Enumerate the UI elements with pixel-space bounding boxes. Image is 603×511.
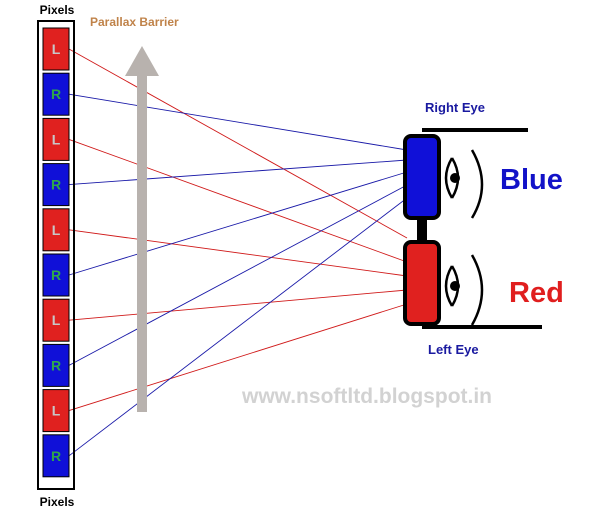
pixel-left: [42, 298, 70, 342]
ray-to-left-eye: [68, 48, 408, 239]
parallax-barrier-label: Parallax Barrier: [90, 15, 179, 29]
right-eye-icon: [444, 149, 484, 219]
light-rays: [68, 48, 408, 457]
pixel-letter: L: [52, 131, 61, 147]
ray-to-right-eye: [68, 184, 408, 366]
pixel-letter: L: [52, 403, 61, 419]
pixels-label-bottom: Pixels: [40, 495, 75, 509]
watermark-url: www.nsoftltd.blogspot.in: [241, 385, 492, 408]
ray-to-left-eye: [68, 229, 408, 277]
ray-to-right-eye: [68, 197, 408, 457]
red-lens: [403, 240, 441, 326]
ray-to-left-eye: [68, 138, 408, 263]
left-eye-icon: [444, 254, 484, 326]
pixel-left: [42, 208, 70, 252]
right-eye-label: Right Eye: [425, 100, 485, 115]
pixel-right: [42, 253, 70, 297]
pixel-left: [42, 389, 70, 433]
pixel-right: [42, 434, 70, 478]
pixel-letter: L: [52, 222, 61, 238]
ray-to-left-eye: [68, 303, 408, 412]
ray-to-right-eye: [68, 159, 408, 186]
red-label: Red: [509, 277, 564, 309]
ray-to-right-eye: [68, 93, 408, 151]
pixel-left: [42, 117, 70, 161]
pixels-label-top: Pixels: [40, 3, 75, 17]
pixel-letter: L: [52, 312, 61, 328]
pixel-column: L R L R L R L R L R: [42, 27, 70, 478]
pixel-right: [42, 343, 70, 387]
pixel-letter: R: [51, 357, 61, 373]
pixel-right: [42, 163, 70, 207]
left-eye-label: Left Eye: [428, 342, 479, 357]
blue-label: Blue: [500, 164, 563, 196]
3d-glasses: [403, 128, 542, 329]
ray-to-right-eye: [68, 171, 408, 276]
pixel-letter: R: [51, 448, 61, 464]
blue-lens: [403, 134, 441, 220]
ray-to-left-eye: [68, 289, 408, 321]
pixel-right: [42, 72, 70, 116]
pixel-column-frame: [37, 20, 75, 490]
pixel-left: [42, 27, 70, 71]
pixel-letter: R: [51, 267, 61, 283]
pixel-letter: R: [51, 86, 61, 102]
pixel-letter: R: [51, 177, 61, 193]
pixel-letter: L: [52, 41, 61, 57]
parallax-barrier-arrow: [125, 46, 159, 412]
